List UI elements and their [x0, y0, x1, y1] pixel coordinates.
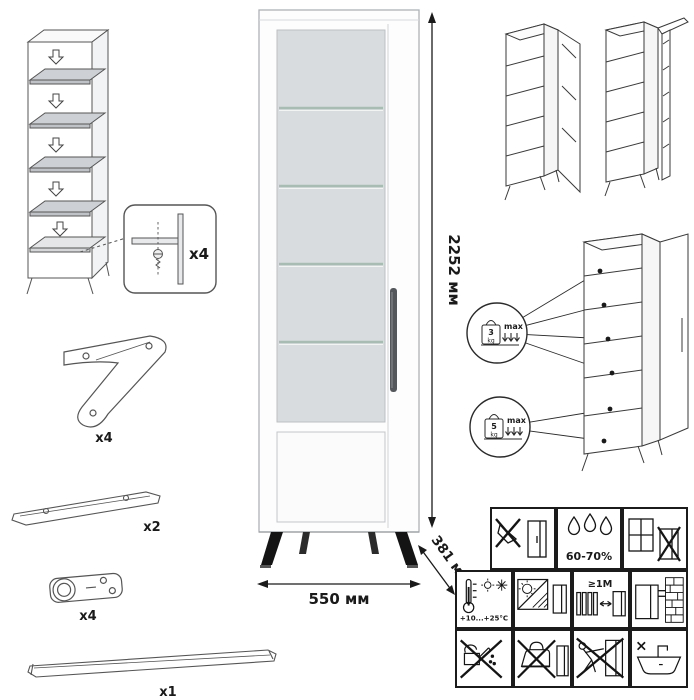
shelf-fastener-qty: x4	[189, 245, 209, 263]
watering-can-icon	[463, 643, 496, 665]
door-open-diagram-1	[504, 23, 581, 201]
open-door-panel	[659, 233, 689, 441]
shelf-boards	[28, 68, 107, 253]
height-value: 2252 мм	[445, 234, 463, 306]
shelf-fastener-callout: x4	[123, 204, 217, 294]
leg-qty: x4	[95, 431, 112, 446]
cross-icon	[516, 639, 556, 678]
glass-door	[276, 29, 386, 423]
weight-icon: 5 kg	[484, 414, 504, 439]
svg-text:max: max	[507, 416, 527, 425]
thermometer-icon	[462, 578, 477, 613]
weight-icon: 3 kg	[481, 320, 501, 345]
glass-shelves	[279, 106, 383, 345]
hinge-part-diagram	[49, 572, 123, 603]
rail-part-diagram: x2	[11, 491, 161, 535]
care-icon-heat-distance: ≥1M	[572, 570, 630, 629]
main-cabinet-render	[258, 9, 420, 568]
svg-text:kg: kg	[490, 432, 497, 439]
care-icon-temperature-range: +10...+25°C	[455, 570, 513, 629]
care-icon-humidity: 60-70%	[556, 507, 622, 570]
care-icon-no-sink	[630, 629, 688, 688]
load-limit-lower: 5 kg max	[469, 396, 531, 458]
anchor-bracket-icon	[658, 589, 666, 597]
svg-text:kg: kg	[487, 338, 494, 345]
open-door-panel	[657, 17, 689, 35]
radiator-icon	[576, 591, 598, 616]
load-limit-upper: 3 kg max	[466, 302, 528, 364]
width-value: 550 мм	[308, 590, 369, 608]
press-arrows	[502, 333, 520, 342]
svg-text:5: 5	[491, 422, 497, 431]
load-limit-diagram: 3 kg max 5 kg max	[466, 233, 689, 472]
screw-icon	[153, 249, 163, 269]
open-door-panel	[557, 29, 581, 194]
dimension-width: 550 мм	[257, 580, 421, 608]
dimension-height: 2252 мм	[428, 12, 463, 528]
cross-icon	[636, 641, 646, 650]
cross-icon	[495, 517, 521, 548]
iron-icon	[520, 641, 550, 667]
distance-arrow-icon	[599, 600, 612, 607]
handle-part-diagram: x1	[27, 649, 277, 700]
svg-text:3: 3	[488, 328, 494, 337]
cross-icon	[576, 637, 625, 678]
care-icon-wall-anchor	[630, 570, 688, 629]
wall-icon	[665, 576, 684, 623]
temperature-value: +10...+25°C	[460, 613, 508, 622]
exploded-shelf-cabinet-diagram	[26, 29, 127, 295]
care-icon-no-dragging	[572, 629, 630, 688]
sun-icon	[481, 578, 495, 592]
care-icon-no-iron	[513, 629, 572, 688]
door-open-diagram-2	[604, 17, 689, 197]
door-handle	[390, 288, 397, 392]
care-icon-keep-from-window	[622, 507, 688, 570]
humidity-value: 60-70%	[566, 550, 612, 563]
bottom-door	[276, 431, 386, 523]
cabinet-legs	[260, 532, 418, 568]
sink-icon	[636, 644, 682, 675]
distance-value: ≥1M	[588, 578, 613, 589]
shelf-load-points	[597, 268, 615, 444]
handle-qty: x1	[159, 685, 176, 700]
leg-part-diagram: x4	[63, 335, 167, 446]
svg-text:max: max	[504, 322, 524, 331]
rail-qty: x2	[143, 520, 160, 535]
water-drop-icon	[567, 512, 613, 535]
person-icon	[578, 641, 604, 672]
sun-icon	[518, 579, 536, 597]
care-icon-avoid-sunlight	[513, 570, 572, 629]
hinge-qty: x4	[79, 609, 96, 624]
snowflake-icon	[496, 579, 508, 591]
care-icon-no-liquids	[455, 629, 513, 688]
cross-icon	[657, 525, 681, 562]
care-icon-no-cutting	[490, 507, 556, 570]
cross-icon	[459, 639, 503, 678]
press-arrows	[505, 427, 523, 436]
